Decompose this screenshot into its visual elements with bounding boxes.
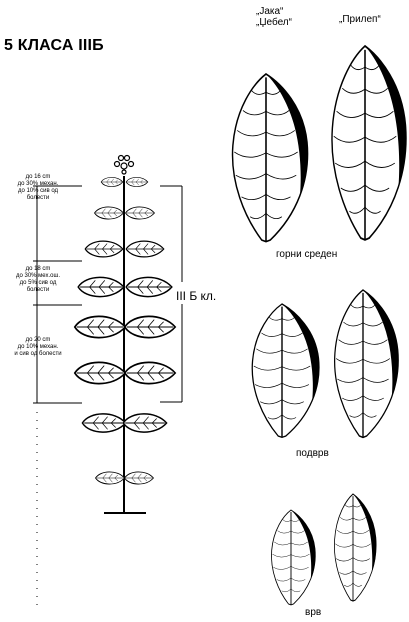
plant-leaf [125, 472, 154, 484]
plant-leaf [75, 362, 125, 383]
leaf-prilep-tip [334, 494, 376, 601]
leaf-prilep-subtip [335, 290, 399, 437]
plant-leaf [126, 241, 163, 257]
plant-leaf [96, 472, 125, 484]
leaf-prilep-upper-middle [332, 46, 406, 240]
leaf-yaka-tip [271, 510, 315, 605]
plant-leaf [123, 414, 166, 432]
plant-leaf [125, 316, 175, 337]
flower-cluster [115, 156, 134, 175]
plant-leaf [101, 177, 123, 186]
plant-leaf [126, 277, 172, 296]
plant-leaf [125, 362, 175, 383]
leaf-yaka-subtip [252, 304, 319, 437]
plant-leaf [82, 414, 125, 432]
plant-leaf [126, 207, 155, 219]
plant-leaf [75, 316, 125, 337]
leaf-yaka-upper-middle [233, 74, 308, 242]
plant-leaf [126, 177, 148, 186]
plant-leaf [95, 207, 124, 219]
plant-leaf [78, 277, 124, 296]
left-bracket [33, 186, 82, 403]
plant-leaf [85, 241, 122, 257]
